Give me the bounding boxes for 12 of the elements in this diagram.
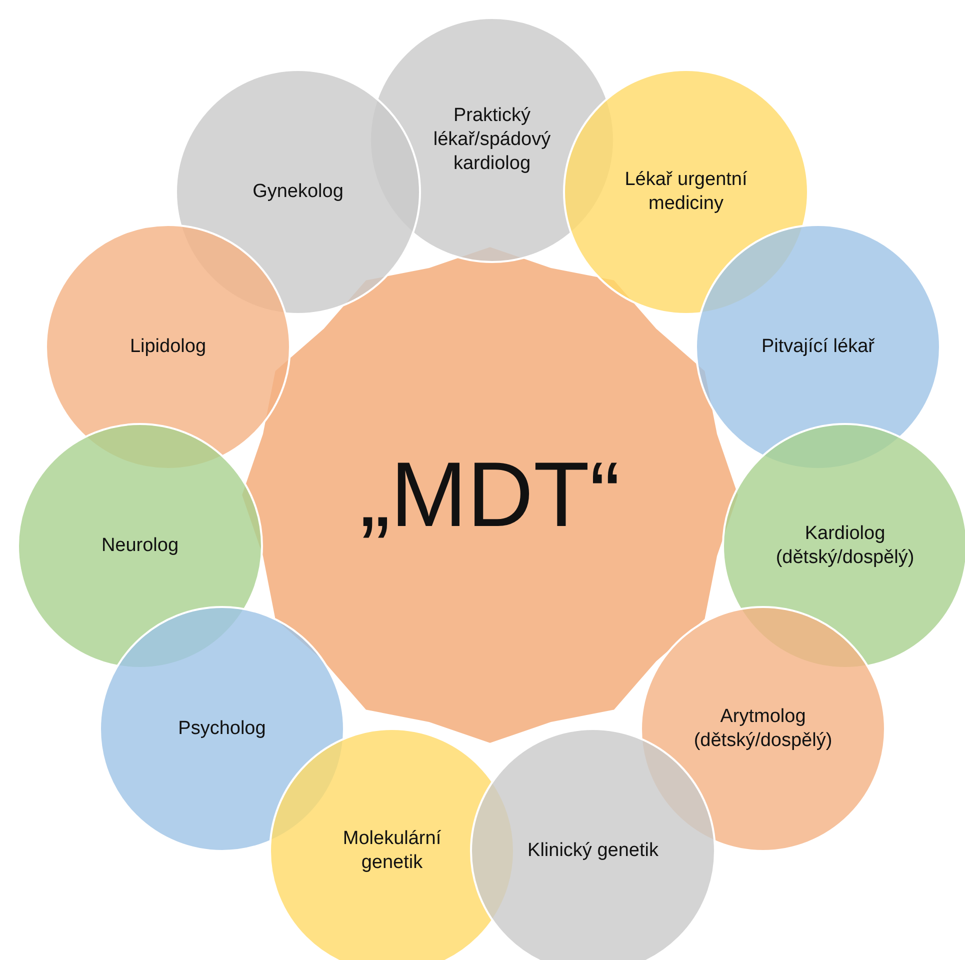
role-label: Klinický genetik bbox=[526, 839, 660, 863]
role-label: Neurolog bbox=[100, 534, 180, 558]
role-label: Gynekolog bbox=[252, 180, 344, 204]
role-label: Pitvající lékař bbox=[760, 335, 876, 359]
role-label: Lékař urgentní mediciny bbox=[624, 168, 748, 216]
role-label: Arytmolog (dětský/dospělý) bbox=[692, 705, 834, 753]
role-label: Praktický lékař/spádový kardiolog bbox=[432, 104, 552, 176]
center-title: „MDT“ bbox=[358, 445, 622, 545]
role-label: Kardiolog (dětský/dospělý) bbox=[774, 522, 916, 570]
role-label: Molekulární genetik bbox=[342, 827, 442, 875]
role-label: Lipidolog bbox=[128, 335, 208, 359]
role-label: Psycholog bbox=[177, 717, 267, 741]
